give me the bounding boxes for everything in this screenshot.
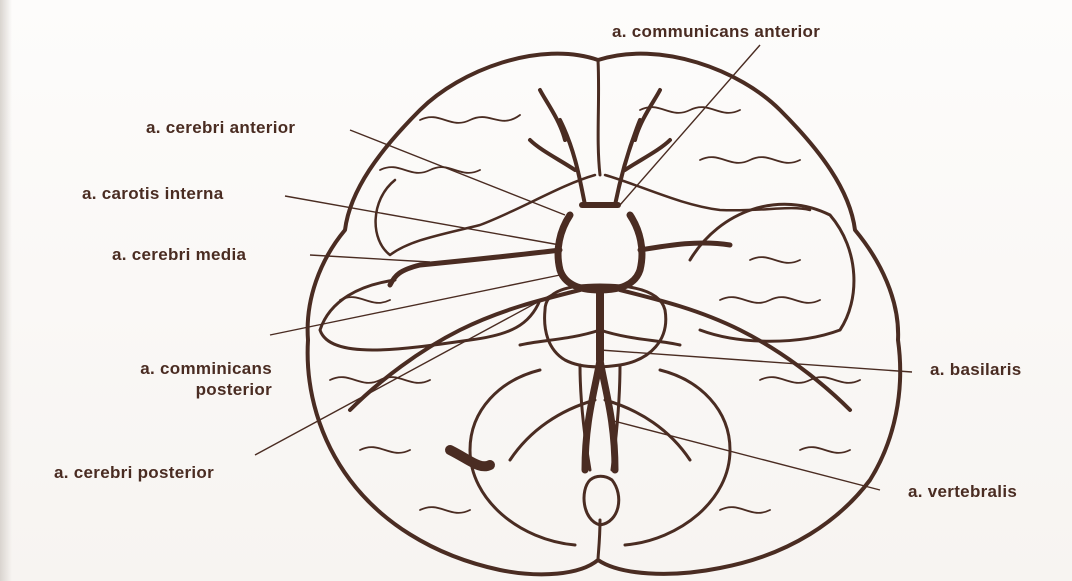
temporal-lobe-left [320,280,540,350]
label-basilaris: a. basilaris [930,360,1022,380]
cerebellum-right [625,370,730,545]
leader-basilaris [600,350,912,372]
leader-carotis-interna [285,196,560,245]
label-carotis-interna: a. carotis interna [82,184,223,204]
middle-cerebral-right [640,243,730,250]
vertebral-left [585,360,600,470]
medulla-cut [584,476,619,525]
label-cerebri-anterior: a. cerebri anterior [146,118,295,138]
label-comminicans-posterior: a. comminicans posterior [82,358,272,400]
gyri-pattern [330,107,860,513]
label-comminicans-posterior-line1: a. comminicans [82,358,272,379]
label-cerebri-media: a. cerebri media [112,245,246,265]
leader-vertebralis [610,420,880,490]
label-comminicans-posterior-line2: posterior [82,379,272,400]
cerebellum-left [470,370,575,545]
anterior-cerebral-left [530,90,585,205]
vertebral-right [600,360,615,470]
circle-of-willis [558,215,642,290]
label-cerebri-posterior: a. cerebri posterior [54,463,214,483]
longitudinal-fissure [598,60,600,175]
label-vertebralis: a. vertebralis [908,482,1017,502]
label-communicans-anterior: a. communicans anterior [612,22,820,42]
leader-cerebri-posterior [255,290,560,455]
